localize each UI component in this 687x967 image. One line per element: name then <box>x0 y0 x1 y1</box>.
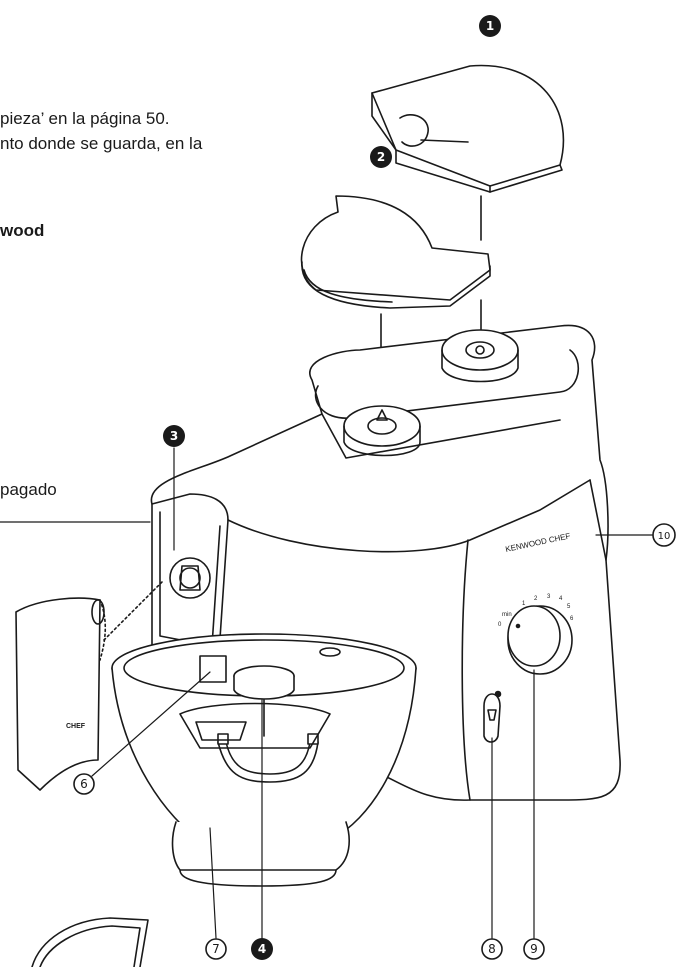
callout-8: 8 <box>481 938 503 960</box>
text-line-1: pieza’ en la página 50. <box>0 109 170 128</box>
removed-outlet-cover: CHEF <box>15 581 163 791</box>
callout-1: 1 <box>479 15 501 37</box>
speed-mark-4: 4 <box>559 596 563 602</box>
cover-brand-label: CHEF <box>66 723 86 730</box>
text-heading-fragment: wood <box>0 221 45 240</box>
callout-7: 7 <box>205 938 227 960</box>
speed-mark-0: 0 <box>498 622 502 628</box>
text-line-3: pagado <box>0 480 57 499</box>
speed-mark-3: 3 <box>547 594 551 600</box>
svg-text:9: 9 <box>530 942 538 956</box>
svg-text:1: 1 <box>486 19 494 33</box>
speed-mark-min: min <box>502 612 512 618</box>
svg-text:6: 6 <box>80 777 88 791</box>
svg-text:7: 7 <box>212 942 220 956</box>
part-1-outlet-cover <box>371 64 565 351</box>
callout-9: 9 <box>523 938 545 960</box>
svg-text:2: 2 <box>377 150 385 164</box>
speed-mark-2: 2 <box>534 596 538 602</box>
splash-guard-fragment <box>31 917 149 967</box>
speed-mark-6: 6 <box>570 616 574 622</box>
outlet-medium-speed <box>343 405 421 457</box>
speed-mark-1: 1 <box>522 601 526 607</box>
callout-4: 4 <box>251 938 273 960</box>
outlet-high-speed <box>441 329 519 383</box>
text-line-2: nto donde se guarda, en la <box>0 134 203 153</box>
beater-tool <box>179 647 341 749</box>
head-lift-lever[interactable] <box>483 693 501 743</box>
svg-text:8: 8 <box>488 942 496 956</box>
callout-6: 6 <box>73 773 95 795</box>
svg-text:10: 10 <box>658 531 671 542</box>
callout-10: 10 <box>652 523 676 547</box>
speed-knob[interactable]: min 1 2 3 4 5 6 0 <box>494 594 575 698</box>
svg-text:3: 3 <box>170 429 178 443</box>
leader-lines <box>0 447 653 939</box>
callout-3: 3 <box>163 425 185 447</box>
callout-2: 2 <box>370 146 392 168</box>
speed-mark-5: 5 <box>567 604 571 610</box>
svg-text:4: 4 <box>258 942 266 956</box>
